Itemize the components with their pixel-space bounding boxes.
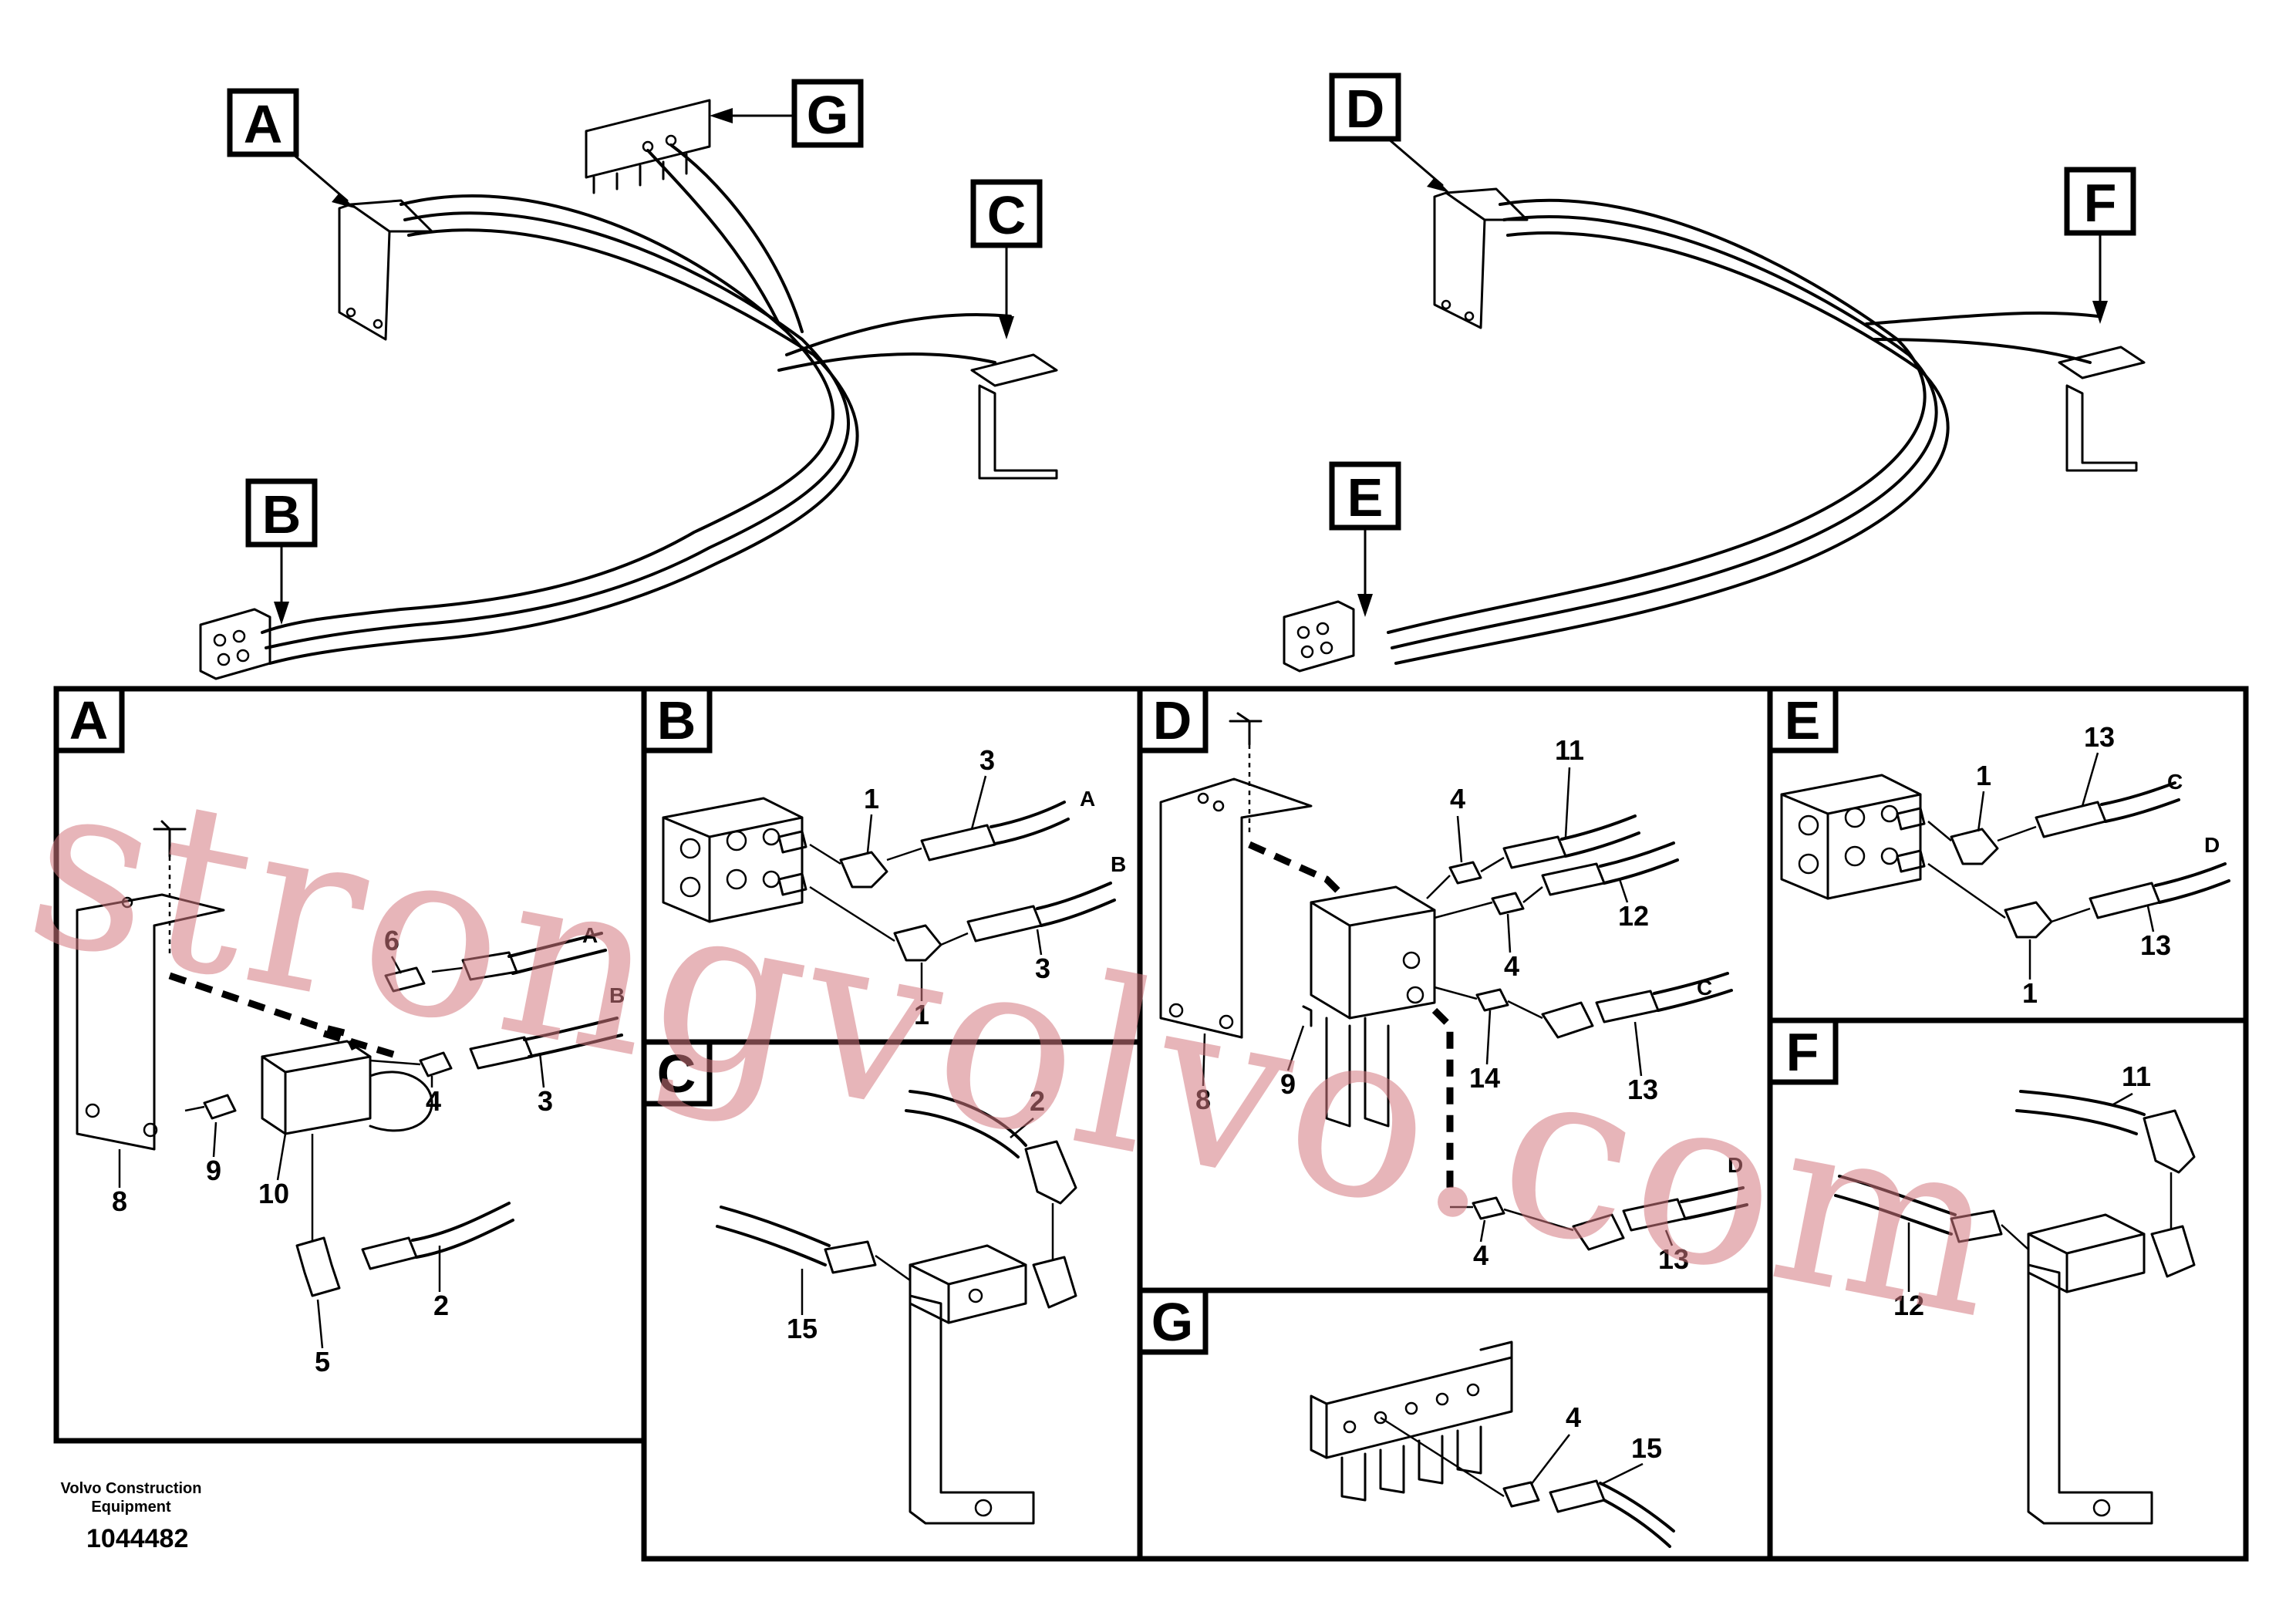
footer-number: 1044482 <box>86 1524 189 1553</box>
panel-f-part-12: 12 <box>1893 1290 1924 1321</box>
panel-e-part-1a: 1 <box>1976 760 1991 791</box>
panel-d-part-4a: 4 <box>1450 783 1465 814</box>
detail-panels <box>53 686 2249 1562</box>
panel-e-part-13b: 13 <box>2140 929 2171 961</box>
panel-b-part-3a: 3 <box>979 744 995 776</box>
panel-d-part-4b: 4 <box>1504 950 1519 982</box>
panel-a-end-b: B <box>609 983 625 1007</box>
panel-a-part-4: 4 <box>426 1085 441 1117</box>
panel-d-part-4c: 4 <box>1473 1239 1489 1271</box>
overview-callout-c: C <box>987 185 1027 245</box>
panel-d-part-9: 9 <box>1280 1068 1296 1100</box>
panel-a: A A B 6 <box>53 686 625 1378</box>
panel-g-part-15: 15 <box>1631 1432 1662 1464</box>
panel-d-part-12: 12 <box>1618 900 1649 932</box>
panel-a-part-2: 2 <box>433 1290 449 1321</box>
panel-e-part-1b: 1 <box>2022 977 2038 1009</box>
panel-b-end-b: B <box>1111 852 1126 876</box>
panel-a-part-5: 5 <box>315 1346 330 1378</box>
overview-callout-g: G <box>807 85 848 145</box>
panel-d: D C D 11 <box>1137 686 1748 1275</box>
panel-b-end-a: A <box>1080 787 1095 811</box>
panel-a-end-a: A <box>582 923 598 947</box>
panel-e-end-d: D <box>2204 833 2220 857</box>
panel-a-part-9: 9 <box>206 1155 221 1186</box>
panel-b-part-1a: 1 <box>864 783 879 814</box>
overview-callout-b: B <box>262 484 302 545</box>
panel-d-part-13b: 13 <box>1658 1243 1689 1275</box>
panel-g: G 4 15 <box>1137 1287 1675 1548</box>
panel-a-part-8: 8 <box>112 1185 127 1217</box>
footer-brand: Volvo Construction Equipment <box>60 1480 202 1516</box>
panel-b-title: B <box>657 690 696 750</box>
panel-f: F 11 12 <box>1767 1017 2196 1525</box>
panel-d-title: D <box>1153 690 1192 750</box>
overview-callout-e: E <box>1347 467 1384 528</box>
panel-a-part-10: 10 <box>258 1178 289 1209</box>
panel-a-part-3: 3 <box>538 1085 553 1117</box>
panel-g-title: G <box>1151 1292 1193 1352</box>
panel-e: E C D 1 13 1 13 <box>1767 686 2230 1009</box>
panel-b-part-3b: 3 <box>1035 953 1050 984</box>
panel-e-part-13a: 13 <box>2084 721 2115 753</box>
panel-c-part-2: 2 <box>1030 1085 1045 1117</box>
panel-g-part-4: 4 <box>1566 1401 1581 1433</box>
panel-d-part-11: 11 <box>1555 734 1584 766</box>
panel-d-part-14: 14 <box>1469 1062 1500 1094</box>
panel-b-part-1b: 1 <box>914 999 929 1030</box>
overview-callout-a: A <box>244 94 283 154</box>
overview-callout-f: F <box>2084 173 2117 233</box>
overview-callout-d: D <box>1346 79 1385 139</box>
panel-f-title: F <box>1786 1022 1819 1082</box>
panel-a-part-6: 6 <box>384 925 400 956</box>
panel-e-title: E <box>1785 690 1821 750</box>
panel-e-end-c: C <box>2167 770 2183 794</box>
overview-right: D F E <box>1283 73 2146 673</box>
panel-d-end-d: D <box>1728 1153 1743 1177</box>
panel-d-end-c: C <box>1697 976 1712 1000</box>
overview-left: A G C B <box>199 79 1058 680</box>
panel-d-part-13a: 13 <box>1627 1074 1658 1105</box>
panel-c: C 2 15 <box>641 1039 1077 1525</box>
panel-c-part-15: 15 <box>787 1313 818 1344</box>
panel-c-title: C <box>657 1044 696 1104</box>
panel-b: B A B 1 3 1 3 <box>641 686 1126 1030</box>
panel-a-title: A <box>69 690 109 750</box>
panel-f-part-11: 11 <box>2122 1061 2151 1092</box>
panel-d-part-8: 8 <box>1195 1084 1211 1115</box>
